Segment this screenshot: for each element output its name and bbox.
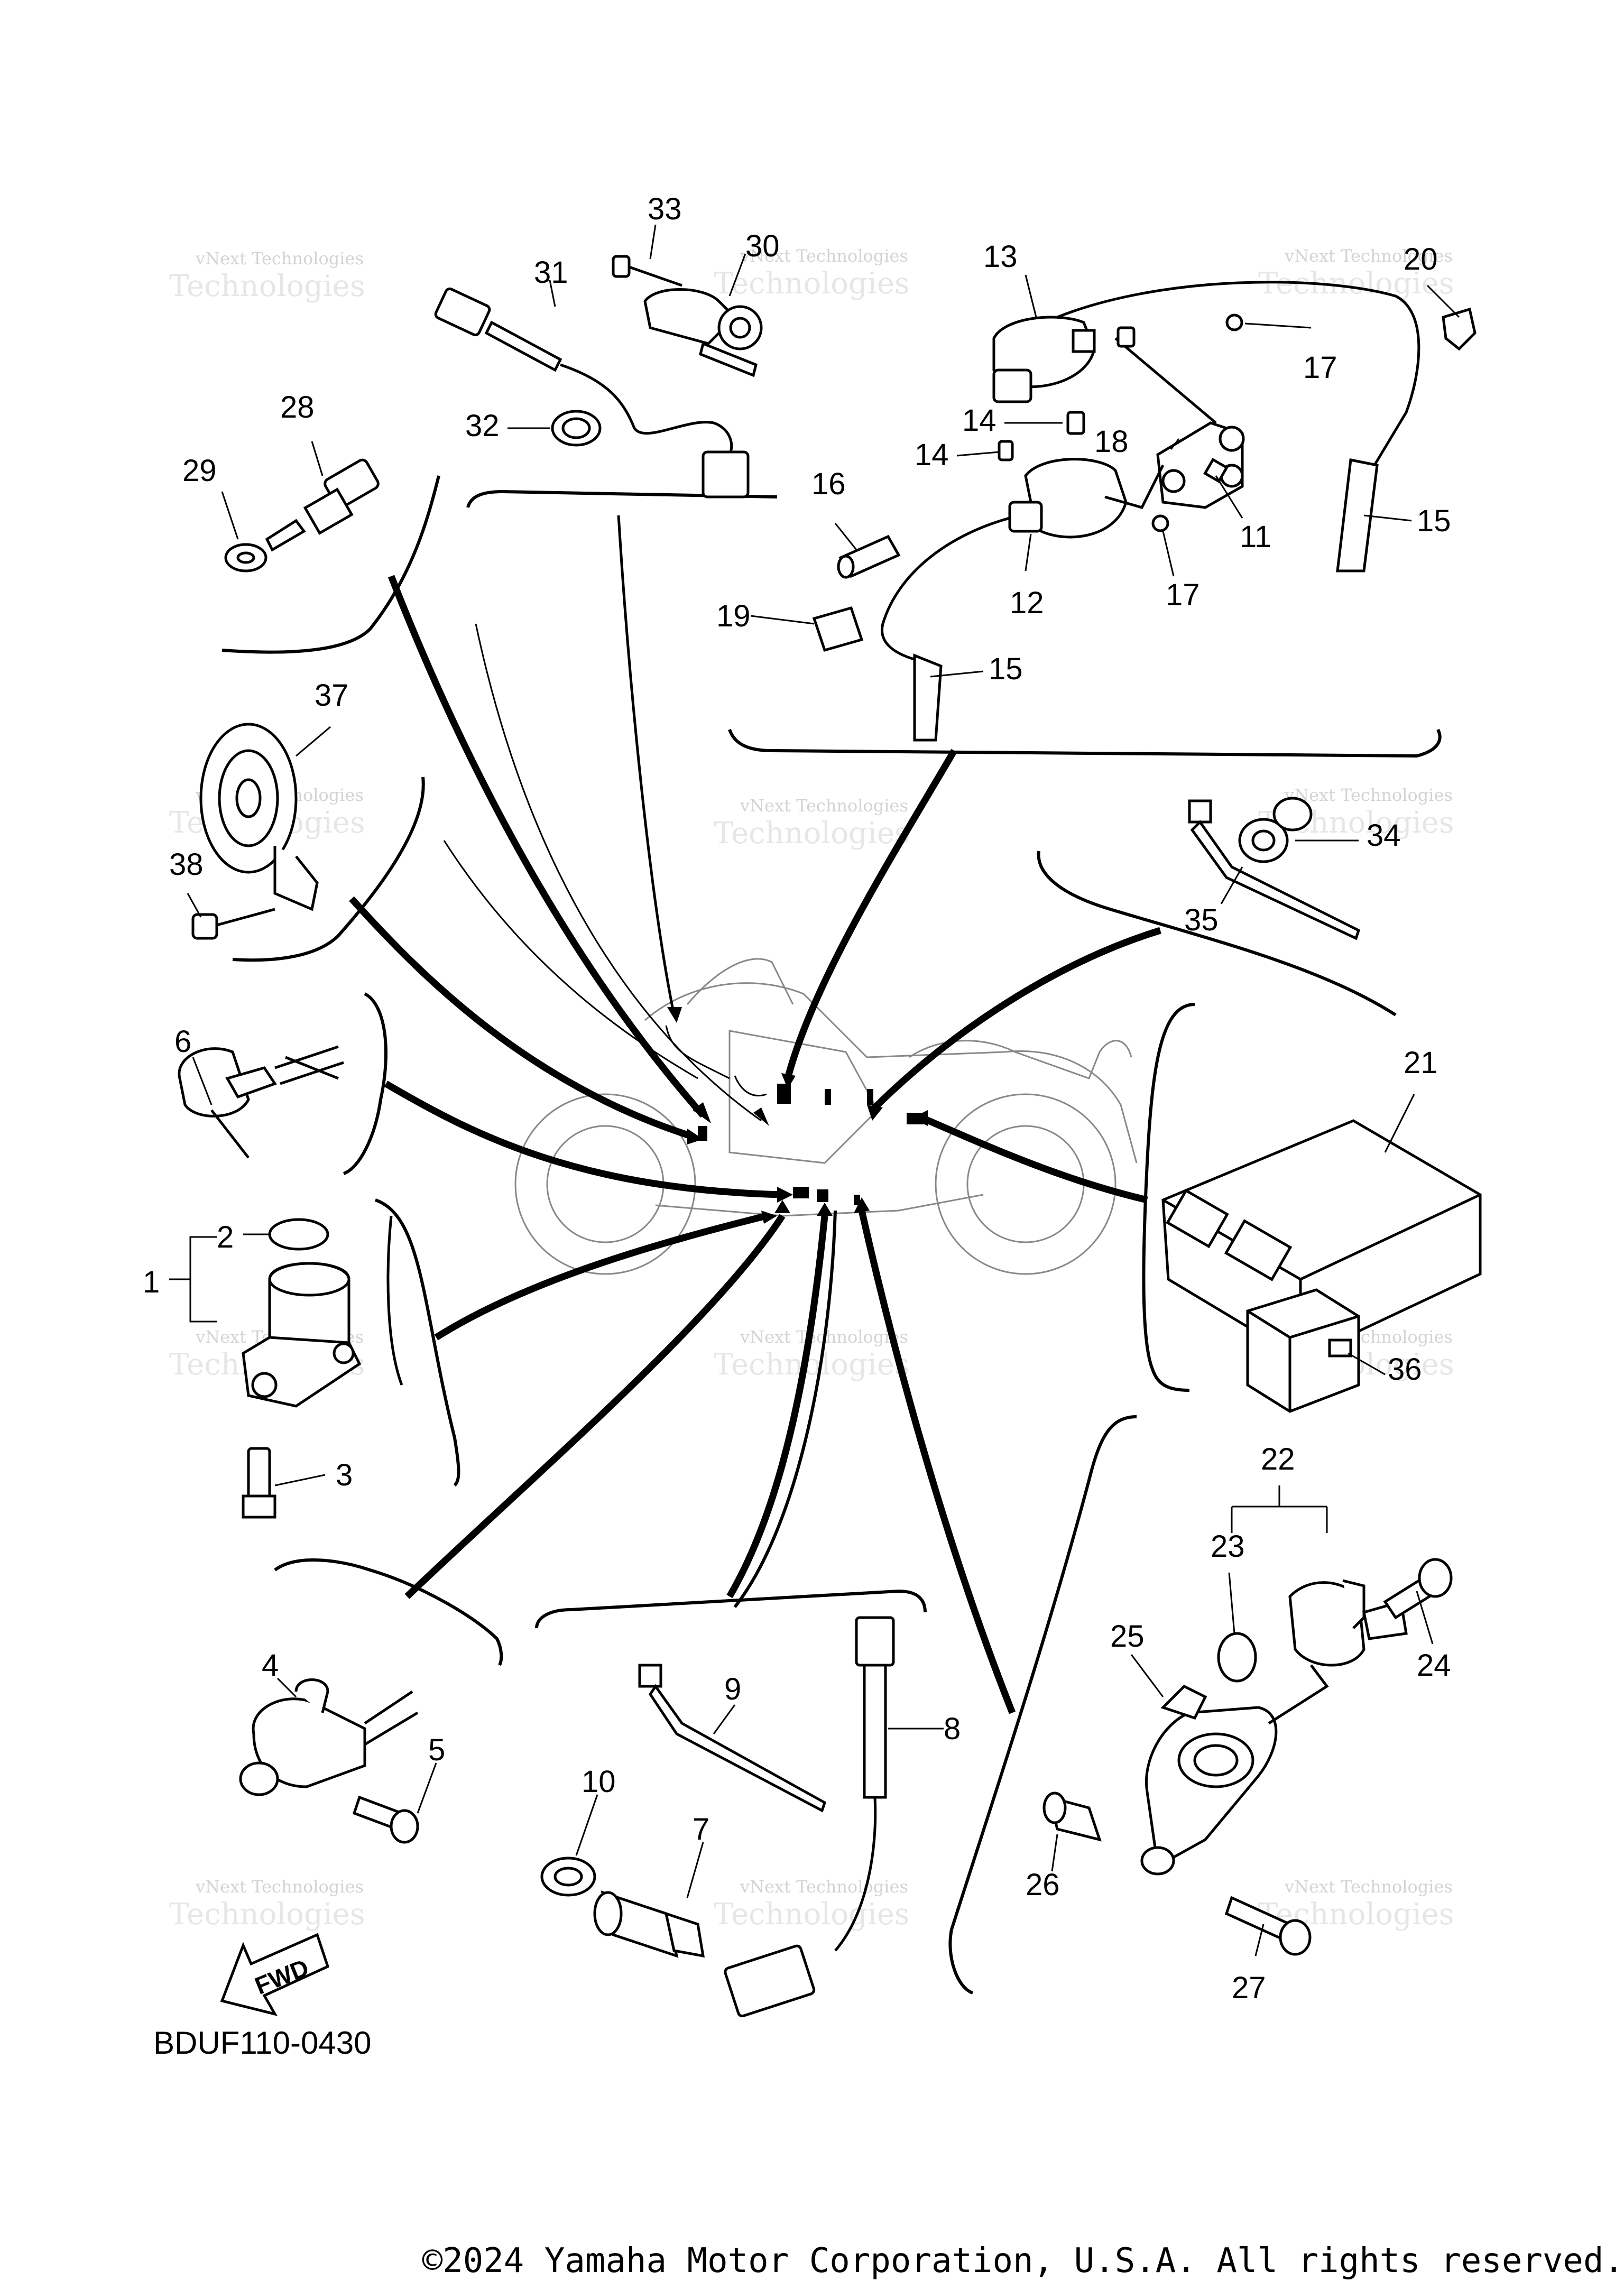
svg-text:vNext Technologies: vNext Technologies	[1284, 785, 1453, 805]
callout-6: 6	[174, 1024, 191, 1059]
sensor-30	[643, 288, 763, 377]
svg-text:Technologies: Technologies	[714, 1897, 910, 1932]
tube-16	[837, 534, 901, 579]
group-brackets	[222, 475, 1442, 1994]
svg-text:vNext Technologies: vNext Technologies	[740, 796, 908, 816]
bolt-3	[242, 1447, 276, 1519]
callout-9: 9	[724, 1672, 741, 1706]
sensor-4	[239, 1678, 419, 1796]
washer-10	[540, 1857, 596, 1897]
leader-lines	[349, 515, 1161, 1714]
bolt-33	[612, 255, 682, 287]
callout-leaders	[169, 224, 1460, 1956]
svg-text:Technologies: Technologies	[714, 266, 910, 301]
sensor-8	[724, 1616, 895, 2018]
bolt-5	[352, 1795, 419, 1844]
sensor-31	[434, 287, 750, 498]
callout-3: 3	[336, 1458, 353, 1492]
collar-26	[1042, 1792, 1102, 1842]
callout-17b: 17	[1166, 578, 1200, 612]
svg-text:vNext Technologies: vNext Technologies	[740, 246, 908, 266]
ignition-coil-13	[992, 281, 1420, 572]
band-9	[638, 1664, 827, 1813]
callout-15b: 15	[989, 652, 1023, 686]
diagram-code: BDUF110-0430	[153, 2025, 372, 2061]
horn-37	[199, 723, 319, 911]
ignition-coil-12	[881, 458, 1128, 742]
callout-16: 16	[811, 467, 846, 501]
callout-28: 28	[280, 390, 315, 424]
callout-7: 7	[693, 1812, 709, 1846]
ecu-21	[1161, 1119, 1482, 1360]
callout-numbers: 1 2 3 4 5 6 7 8 9 10 11 12 13 14 14 15 1…	[143, 192, 1451, 2005]
copyright-notice: ©2024 Yamaha Motor Corporation, U.S.A. A…	[422, 2241, 1624, 2280]
callout-20: 20	[1404, 242, 1438, 276]
callout-15a: 15	[1417, 504, 1451, 538]
svg-text:Technologies: Technologies	[714, 816, 910, 851]
bracket-25	[1140, 1664, 1329, 1876]
relay-36	[1246, 1288, 1360, 1413]
callout-17a: 17	[1303, 350, 1337, 385]
callout-22: 22	[1261, 1442, 1295, 1476]
callout-5: 5	[428, 1733, 445, 1767]
callout-37: 37	[315, 678, 349, 713]
callout-10: 10	[582, 1765, 616, 1799]
callout-1: 1	[143, 1265, 160, 1299]
callout-29: 29	[182, 454, 217, 488]
bracket-11	[1104, 337, 1245, 509]
holder-34	[1238, 797, 1313, 863]
callout-4: 4	[262, 1648, 279, 1683]
callout-19: 19	[716, 599, 751, 633]
callout-21: 21	[1404, 1046, 1438, 1080]
bolts-14-17-18	[998, 313, 1243, 532]
callout-12: 12	[1010, 586, 1044, 620]
svg-text:vNext Technologies: vNext Technologies	[195, 1877, 364, 1897]
washer-29	[224, 543, 267, 572]
callout-14a: 14	[962, 403, 996, 438]
callout-13: 13	[983, 239, 1018, 274]
bolt-27	[1224, 1896, 1312, 1956]
callout-26: 26	[1026, 1868, 1060, 1902]
holder-19	[812, 606, 864, 652]
switch-6	[178, 1045, 344, 1159]
callout-38: 38	[169, 847, 204, 882]
bolt-38	[191, 908, 275, 940]
callout-8: 8	[944, 1712, 961, 1746]
clamp-32	[551, 410, 602, 447]
band-35	[1188, 799, 1361, 940]
callout-34: 34	[1367, 818, 1401, 853]
callout-36: 36	[1388, 1352, 1422, 1387]
callout-33: 33	[648, 192, 682, 226]
callout-23: 23	[1211, 1529, 1245, 1564]
oring-23	[1217, 1632, 1257, 1683]
callout-30: 30	[745, 229, 780, 263]
sensor-1	[242, 1215, 403, 1408]
bolt-24	[1383, 1558, 1453, 1620]
callout-24: 24	[1417, 1648, 1451, 1683]
svg-text:vNext Technologies: vNext Technologies	[1284, 1877, 1453, 1897]
clip-20	[1442, 307, 1477, 351]
svg-text:vNext Technologies: vNext Technologies	[195, 248, 364, 269]
callout-11: 11	[1240, 520, 1271, 554]
callout-32: 32	[465, 409, 500, 443]
callout-18: 18	[1094, 424, 1129, 459]
callout-27: 27	[1232, 1971, 1266, 2005]
motorcycle-outline	[514, 958, 1138, 1275]
svg-text:vNext Technologies: vNext Technologies	[740, 1877, 908, 1897]
callout-31: 31	[534, 255, 568, 290]
svg-text:vNext Technologies: vNext Technologies	[1284, 246, 1453, 266]
svg-text:Technologies: Technologies	[169, 1897, 365, 1932]
sensor-28	[265, 458, 380, 552]
switch-7	[593, 1890, 705, 1958]
callout-14b: 14	[915, 438, 949, 472]
oring-2	[268, 1218, 329, 1251]
svg-text:Technologies: Technologies	[714, 1347, 910, 1382]
callout-25: 25	[1110, 1619, 1145, 1654]
callout-35: 35	[1184, 903, 1219, 937]
sensor-22	[1288, 1579, 1408, 1667]
callout-2: 2	[217, 1220, 234, 1254]
svg-text:Technologies: Technologies	[169, 269, 365, 303]
fwd-arrow-icon: FWD	[220, 1933, 330, 2016]
